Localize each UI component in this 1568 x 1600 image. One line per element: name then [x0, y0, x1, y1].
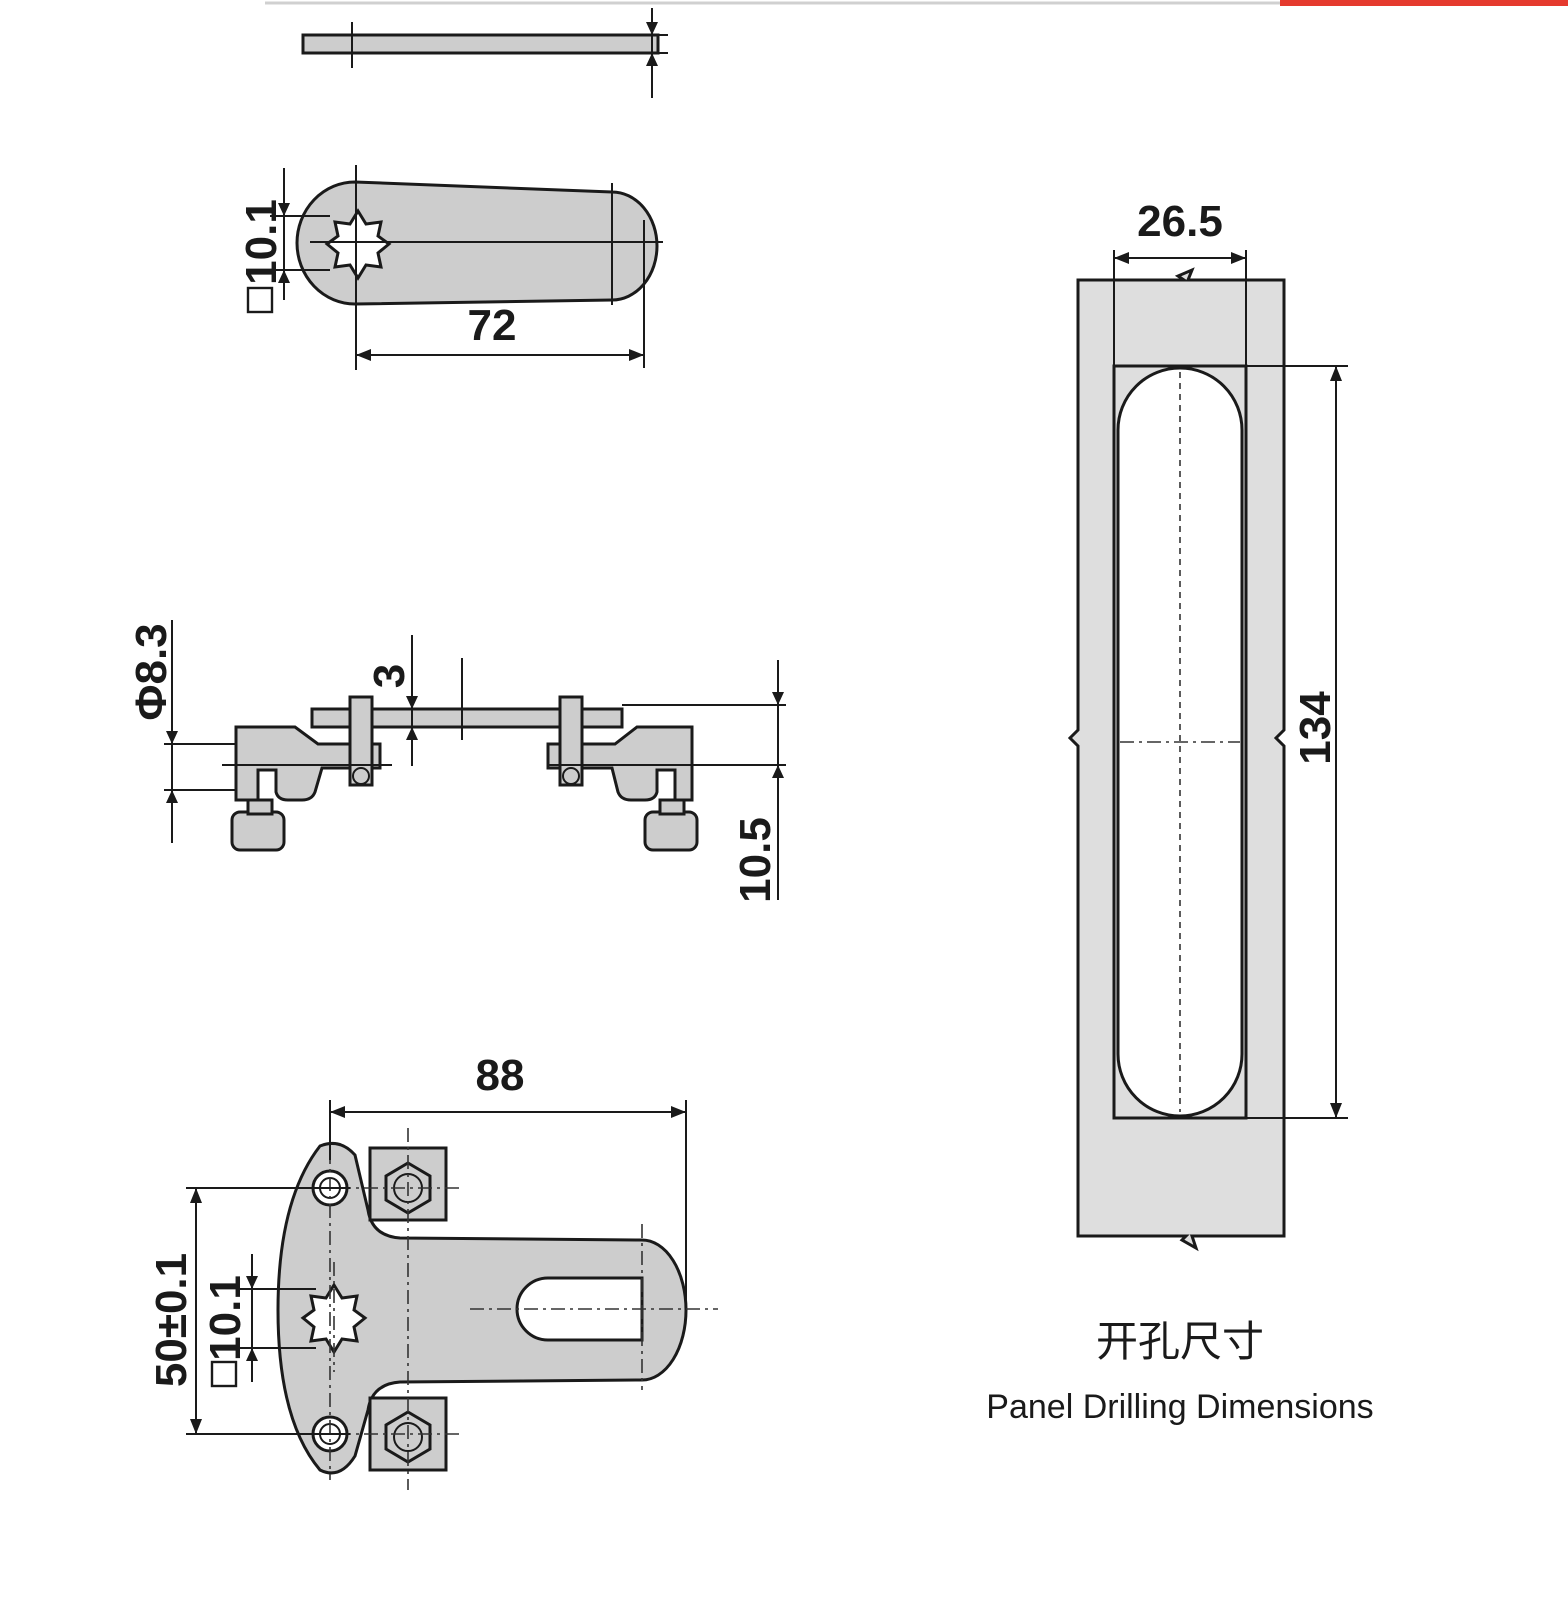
dim-front-spacing: 50±0.1 [147, 1253, 196, 1387]
front-square-symbol [210, 1360, 238, 1388]
latch-front-view [186, 1100, 718, 1490]
accent-bar [1280, 0, 1568, 6]
dim-top-square: 10.1 [237, 199, 286, 285]
panel-cutout-view [1067, 250, 1348, 1252]
dim-cutout-height: 134 [1291, 691, 1340, 765]
caption-chinese: 开孔尺寸 [1096, 1317, 1264, 1366]
cam-lever-top-view [270, 165, 663, 370]
latch-side-view [164, 620, 786, 900]
dim-cutout-width: 26.5 [1137, 197, 1223, 246]
dim-top-length: 72 [468, 301, 517, 350]
dim-front-square: 10.1 [201, 1275, 250, 1361]
dim-side-diameter: Φ8.3 [127, 623, 176, 720]
star-hole [324, 208, 392, 281]
caption-english: Panel Drilling Dimensions [986, 1388, 1373, 1426]
cam-bar-edge-view [301, 8, 668, 98]
dim-side-height: 10.5 [731, 817, 780, 903]
dim-side-thickness: 3 [365, 664, 414, 688]
dim-front-length: 88 [476, 1051, 525, 1100]
square-symbol [246, 286, 274, 314]
